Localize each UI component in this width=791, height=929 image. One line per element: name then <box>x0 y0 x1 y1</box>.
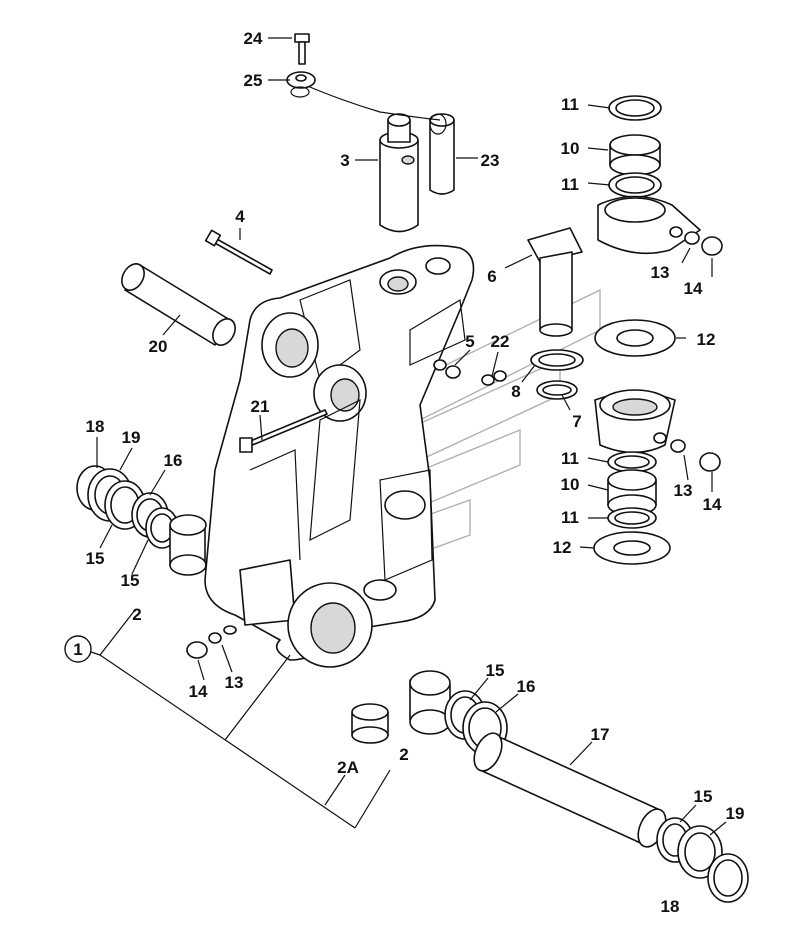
callout-21: 21 <box>251 397 270 416</box>
swing-frame <box>204 244 475 668</box>
callout-13-lower: 13 <box>674 481 693 500</box>
seal-11-top <box>608 95 662 121</box>
callout-18-left: 18 <box>86 417 105 436</box>
callout-1-label: 1 <box>73 640 82 659</box>
callout-3: 3 <box>340 151 349 170</box>
callout-7: 7 <box>572 412 581 431</box>
seal-11-mid <box>608 172 662 198</box>
callout-15-left-a: 15 <box>86 549 105 568</box>
callout-11-lower-a: 11 <box>561 449 579 468</box>
callout-14-lower: 14 <box>703 495 722 514</box>
sleeve-6 <box>527 227 583 337</box>
pin-20 <box>121 263 236 346</box>
pin-23 <box>429 113 455 195</box>
callout-2-lower: 2 <box>399 745 408 764</box>
callout-19-left: 19 <box>122 428 141 447</box>
callout-5: 5 <box>465 332 474 351</box>
callout-8: 8 <box>511 382 520 401</box>
callout-6: 6 <box>487 267 496 286</box>
seal-11-lower-a <box>607 451 657 473</box>
callout-13-left: 13 <box>225 673 244 692</box>
bushing-2A <box>351 703 389 744</box>
callout-19-right: 19 <box>726 804 745 823</box>
callout-15-lower: 15 <box>486 661 505 680</box>
right-end-stack <box>656 817 749 903</box>
callout-2A: 2A <box>337 758 359 777</box>
left-bushing-stack <box>76 465 179 549</box>
callout-14-left: 14 <box>189 682 208 701</box>
pin-17 <box>473 732 667 848</box>
callout-4: 4 <box>235 207 245 226</box>
callout-2-left: 2 <box>132 605 141 624</box>
bushing-2-lower <box>409 670 451 735</box>
callout-17: 17 <box>591 725 610 744</box>
callout-11-top: 11 <box>561 95 579 114</box>
callout-12-lower: 12 <box>553 538 572 557</box>
callout-25: 25 <box>244 71 263 90</box>
callout-15-left-b: 15 <box>121 571 140 590</box>
fitting-5 <box>433 359 461 379</box>
leader-lines <box>96 37 727 836</box>
snap-ring-7 <box>536 380 578 400</box>
callout-11-lower-b: 11 <box>561 508 579 527</box>
callout-20: 20 <box>149 337 168 356</box>
bolt-24 <box>294 33 310 65</box>
callout-23: 23 <box>481 151 500 170</box>
callout-labels: 24 25 3 23 4 20 6 5 22 8 7 21 18 19 16 1… <box>86 29 745 916</box>
bushing-2-left <box>169 514 207 576</box>
fitting-22 <box>481 370 507 386</box>
washer-12-upper <box>594 319 676 357</box>
callout-15-right: 15 <box>694 787 713 806</box>
callout-22: 22 <box>491 332 510 351</box>
bolt-4 <box>204 229 273 275</box>
pin-3 <box>379 113 419 233</box>
upper-housing <box>597 195 701 255</box>
callout-13-top: 13 <box>651 263 670 282</box>
callout-1: 1 <box>64 635 92 663</box>
grease-fitting-13-14-top <box>669 226 723 256</box>
grease-fitting-14-13-left <box>186 625 237 659</box>
washer-25 <box>286 71 316 98</box>
lanyard <box>304 84 447 135</box>
bolt-21 <box>239 409 328 453</box>
grease-fitting-13-14-lower <box>653 432 721 472</box>
callout-10-lower: 10 <box>561 475 580 494</box>
callout-16-left: 16 <box>164 451 183 470</box>
callout-11-mid: 11 <box>561 175 579 194</box>
callout-24: 24 <box>244 29 263 48</box>
bearing-10-top <box>609 134 661 176</box>
callout-12-upper: 12 <box>697 330 716 349</box>
callout-18-right: 18 <box>661 897 680 916</box>
callout-10-top: 10 <box>561 139 580 158</box>
callout-14-top: 14 <box>684 279 703 298</box>
washer-12-lower <box>593 531 671 565</box>
seal-11-lower-b <box>607 507 657 529</box>
callout-16-lower: 16 <box>517 677 536 696</box>
washer-8 <box>530 349 584 371</box>
